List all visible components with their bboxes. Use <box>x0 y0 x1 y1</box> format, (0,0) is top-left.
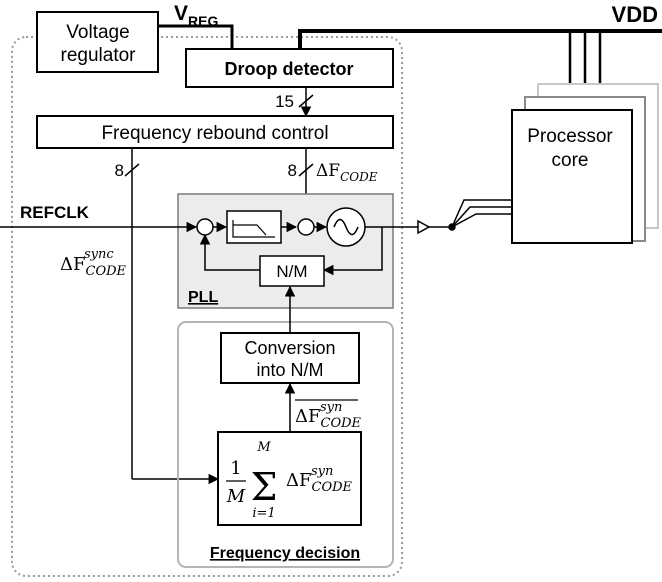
avg-fcode-sup: syn <box>320 400 342 415</box>
vreg-label: VREG <box>174 2 218 29</box>
processor-core-stack: Processor core <box>511 83 659 244</box>
processor-core-label-1: Processor <box>527 126 613 147</box>
delta-fcode-label: ΔFCODE <box>316 161 378 184</box>
feedback-to-pd <box>199 233 260 271</box>
frequency-rebound-control-block: Frequency rebound control <box>36 115 394 149</box>
sum-denominator: M <box>226 486 246 507</box>
voltage-regulator-label-1: Voltage <box>66 22 129 43</box>
sum-term-sup: syn <box>311 464 333 479</box>
loop-filter-icon <box>232 220 275 238</box>
phase-detector-sum <box>196 218 214 236</box>
conversion-block: Conversion into N/M <box>220 332 360 384</box>
sine-wave-icon <box>333 218 359 236</box>
averaging-block: 1 M M Σ i=1 ΔFCODE syn <box>217 431 362 526</box>
clock-buffer-icon <box>417 219 431 235</box>
bus-15-slash <box>298 94 314 108</box>
frequency-decision-group <box>177 321 394 568</box>
bus-15-label: 15 <box>275 92 294 111</box>
droop-detector-block: Droop detector <box>185 48 394 88</box>
dotted-boundary <box>11 36 403 577</box>
vdd-label: VDD <box>612 2 658 27</box>
delta-fcode-sync-sup: sync <box>84 247 114 262</box>
frequency-decision-label: Frequency decision <box>210 545 360 562</box>
sigma-symbol: Σ <box>251 465 278 509</box>
nm-block-label: N/M <box>276 262 307 281</box>
sum-upper-limit: M <box>256 440 271 455</box>
dfcode-bus-slash <box>298 163 314 177</box>
frequency-sum-node <box>297 218 315 236</box>
vdd-rail <box>298 29 662 49</box>
vreg-rail <box>158 24 234 49</box>
sync-bus-slash <box>124 163 140 177</box>
conversion-label-2: into N/M <box>256 360 323 380</box>
sum-term: ΔFCODE <box>286 470 353 495</box>
pll-internals <box>196 207 383 287</box>
processor-core-label-2: core <box>552 150 589 171</box>
delta-fcode-sync-label: ΔFCODE <box>60 254 127 279</box>
voltage-regulator-block: Voltage regulator <box>36 11 159 73</box>
pll-label: PLL <box>188 289 218 306</box>
bus-8-right-label: 8 <box>288 161 297 180</box>
sum-lower-limit: i=1 <box>252 506 275 521</box>
bus-8-left-label: 8 <box>115 161 124 180</box>
droop-detector-label: Droop detector <box>224 59 353 79</box>
conversion-label-1: Conversion <box>244 338 335 358</box>
sum-numerator: 1 <box>230 458 241 479</box>
frequency-rebound-control-label: Frequency rebound control <box>101 123 328 144</box>
loop-filter-block <box>226 210 282 244</box>
avg-fcode-label: ΔFCODE <box>295 406 362 431</box>
refclk-label: REFCLK <box>20 203 90 222</box>
feedback-wire <box>322 227 383 276</box>
voltage-regulator-label-2: regulator <box>61 45 137 66</box>
